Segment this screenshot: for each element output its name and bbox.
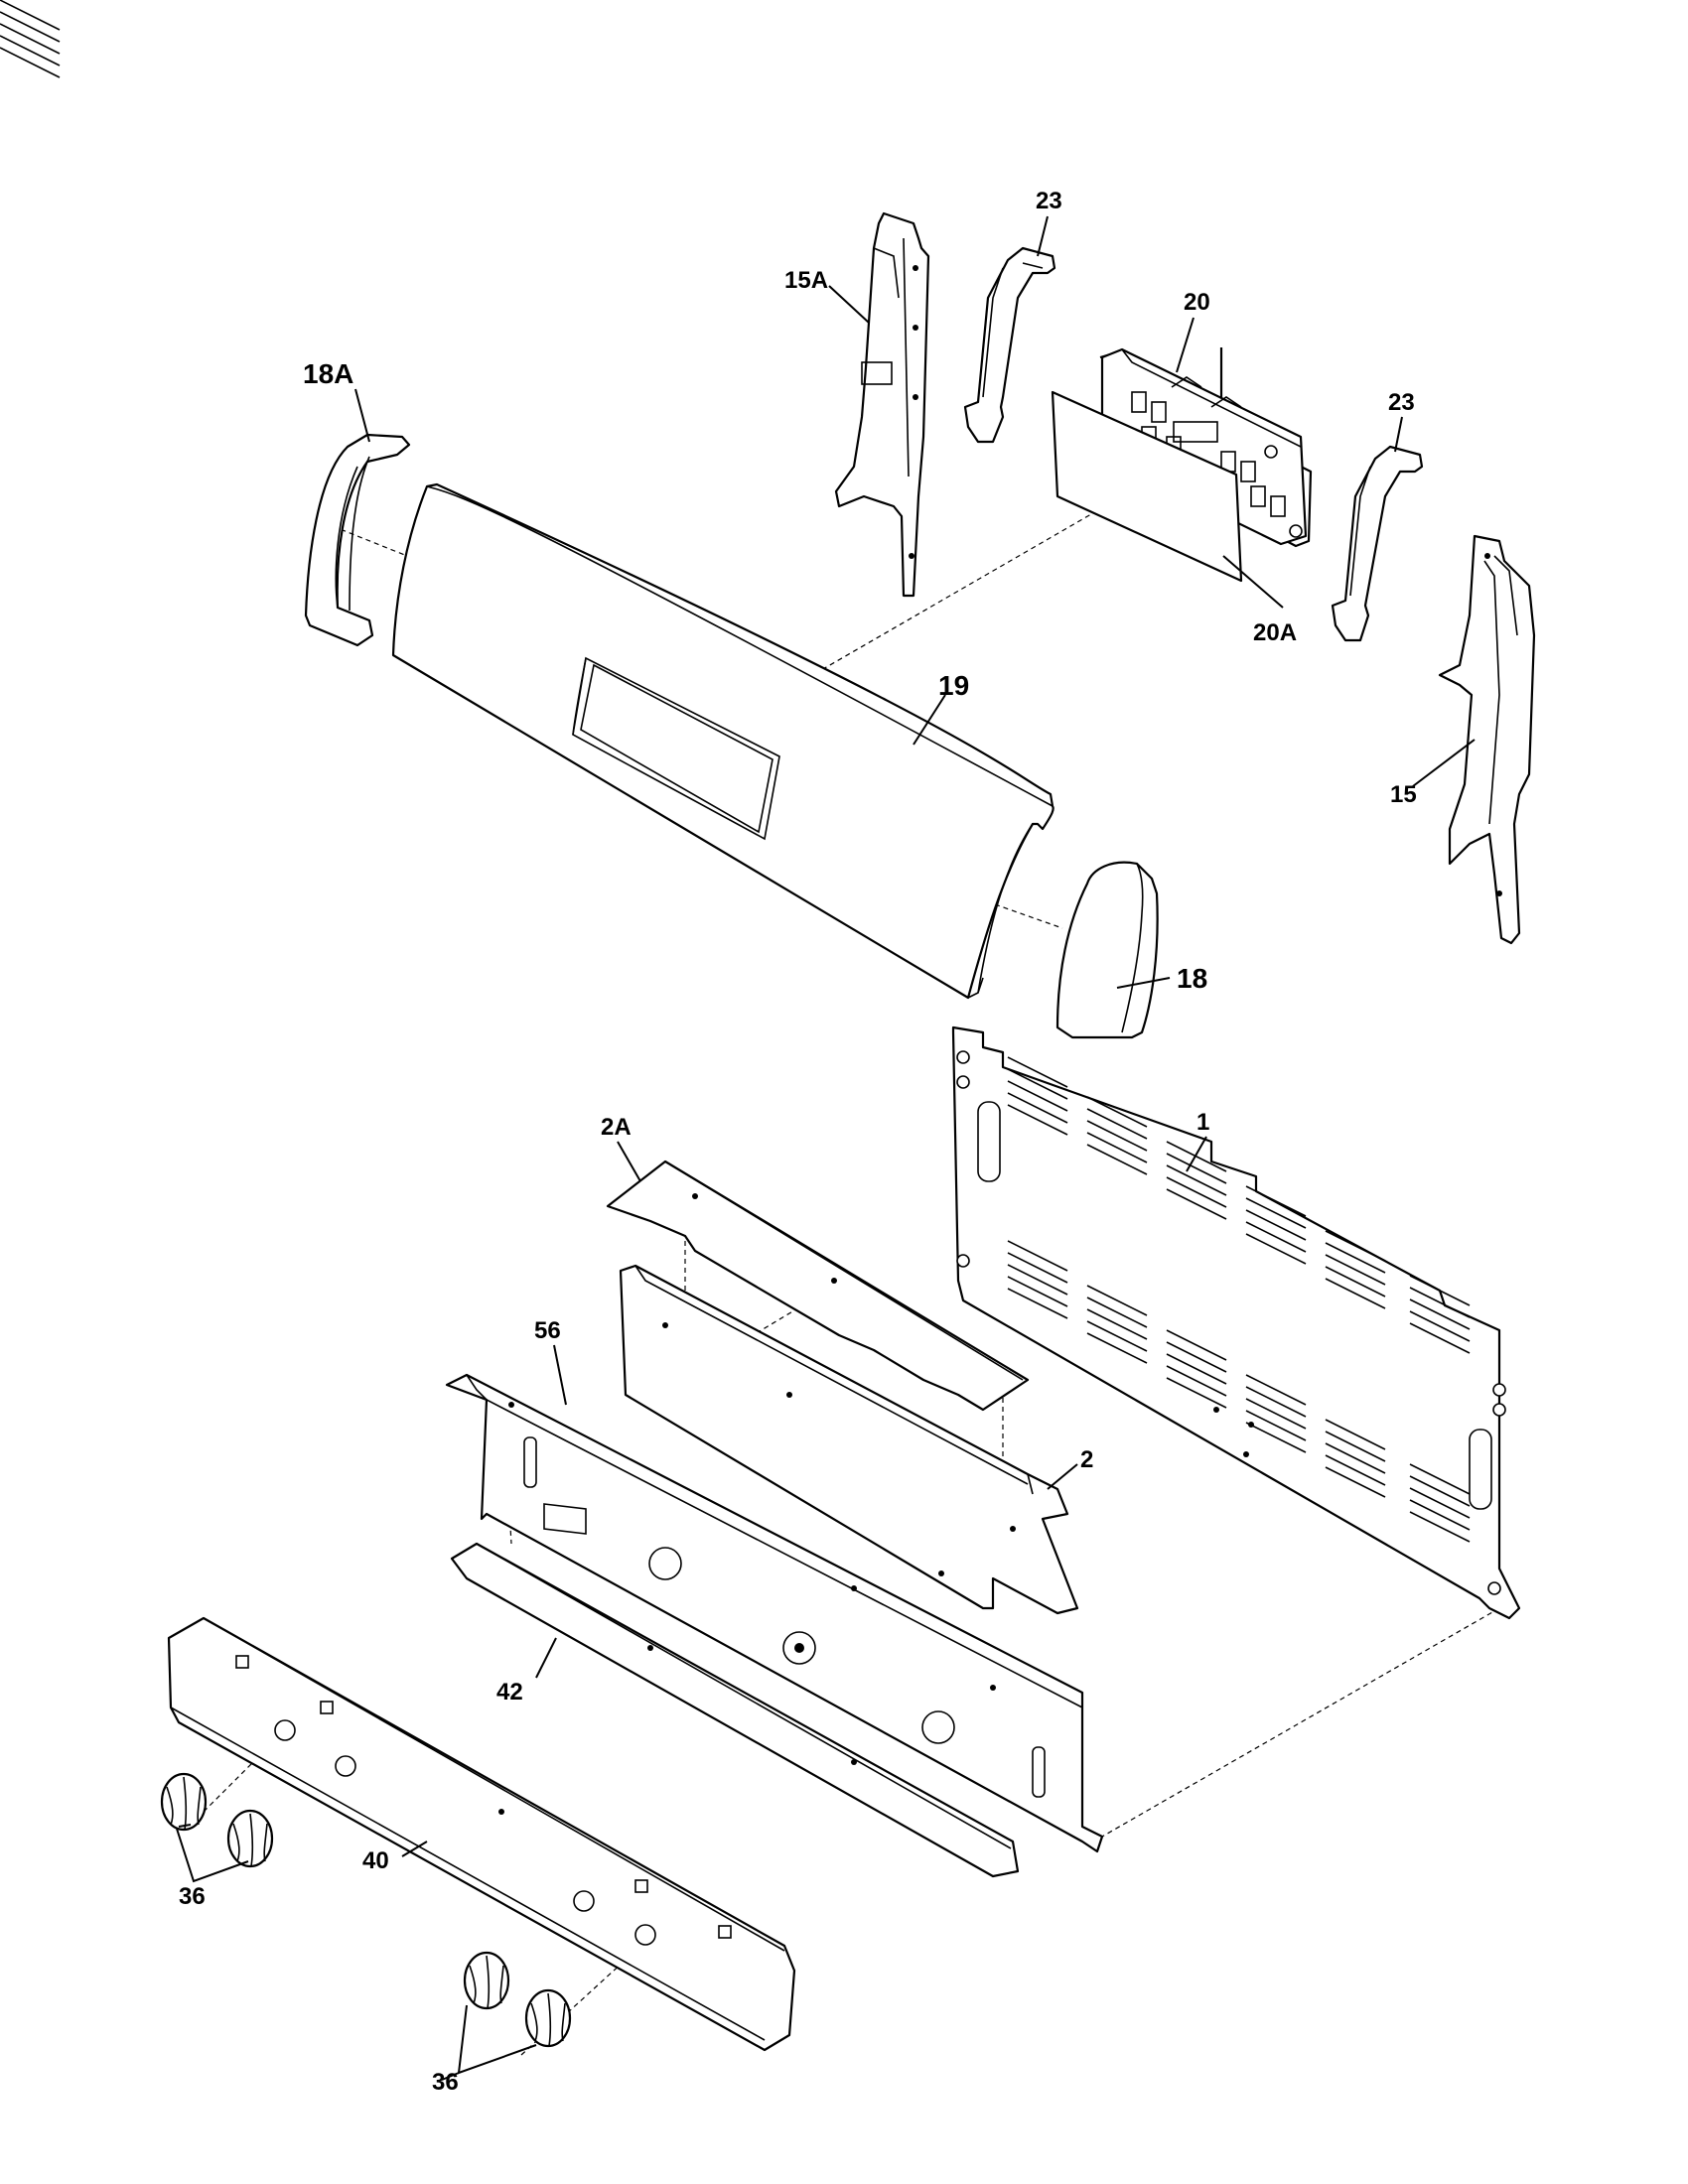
leader-lines [176, 215, 1476, 2081]
part-labels: 23 15A 20 18A 23 20A 19 15 18 1 2A 56 2 … [179, 188, 1417, 2096]
part-23-lower-clip[interactable] [1331, 445, 1424, 642]
label-36-left: 36 [179, 1883, 206, 1910]
label-23-lower: 23 [1388, 389, 1415, 416]
part-23-upper-clip[interactable] [963, 246, 1056, 444]
part-15-right-bracket[interactable] [1438, 534, 1536, 945]
label-36-right: 36 [432, 2069, 459, 2096]
part-18a-left-end-cap[interactable] [304, 433, 411, 647]
label-19: 19 [938, 670, 969, 701]
label-23-upper: 23 [1036, 188, 1062, 214]
part-20-electronic-control[interactable] [1099, 347, 1313, 548]
knob[interactable] [524, 1988, 572, 2048]
part-2-shield-panel[interactable] [619, 1264, 1079, 1615]
part-36-knob-group-left[interactable] [160, 1772, 274, 1868]
part-56-control-housing[interactable] [445, 1373, 1104, 1853]
knob[interactable] [160, 1772, 208, 1832]
label-18: 18 [1177, 963, 1207, 994]
knob[interactable] [226, 1809, 274, 1868]
label-42: 42 [496, 1679, 523, 1706]
part-18-right-end-cap[interactable] [1055, 861, 1159, 1039]
part-2a-upper-shield[interactable] [606, 1160, 1030, 1412]
part-40-front-control-panel[interactable] [167, 1616, 796, 2052]
part-36-knob-group-right[interactable] [463, 1951, 572, 2048]
label-20: 20 [1184, 289, 1210, 316]
label-15: 15 [1390, 781, 1417, 808]
label-15a: 15A [784, 267, 828, 294]
part-19-console-panel[interactable] [391, 482, 1055, 1000]
label-1: 1 [1196, 1109, 1209, 1136]
label-56: 56 [534, 1317, 561, 1344]
part-1-rear-panel[interactable] [0, 0, 1521, 1620]
label-2: 2 [1080, 1446, 1093, 1473]
label-20a: 20A [1253, 619, 1297, 646]
label-40: 40 [362, 1847, 389, 1874]
label-18a: 18A [303, 358, 353, 389]
part-42-trim-strip[interactable] [450, 1542, 1020, 1878]
part-15a-left-bracket[interactable] [834, 211, 930, 598]
knob[interactable] [463, 1951, 510, 2010]
part-20a-overlay[interactable] [1051, 390, 1243, 583]
label-2a: 2A [601, 1114, 632, 1141]
vent-louvers [0, 0, 1471, 1543]
